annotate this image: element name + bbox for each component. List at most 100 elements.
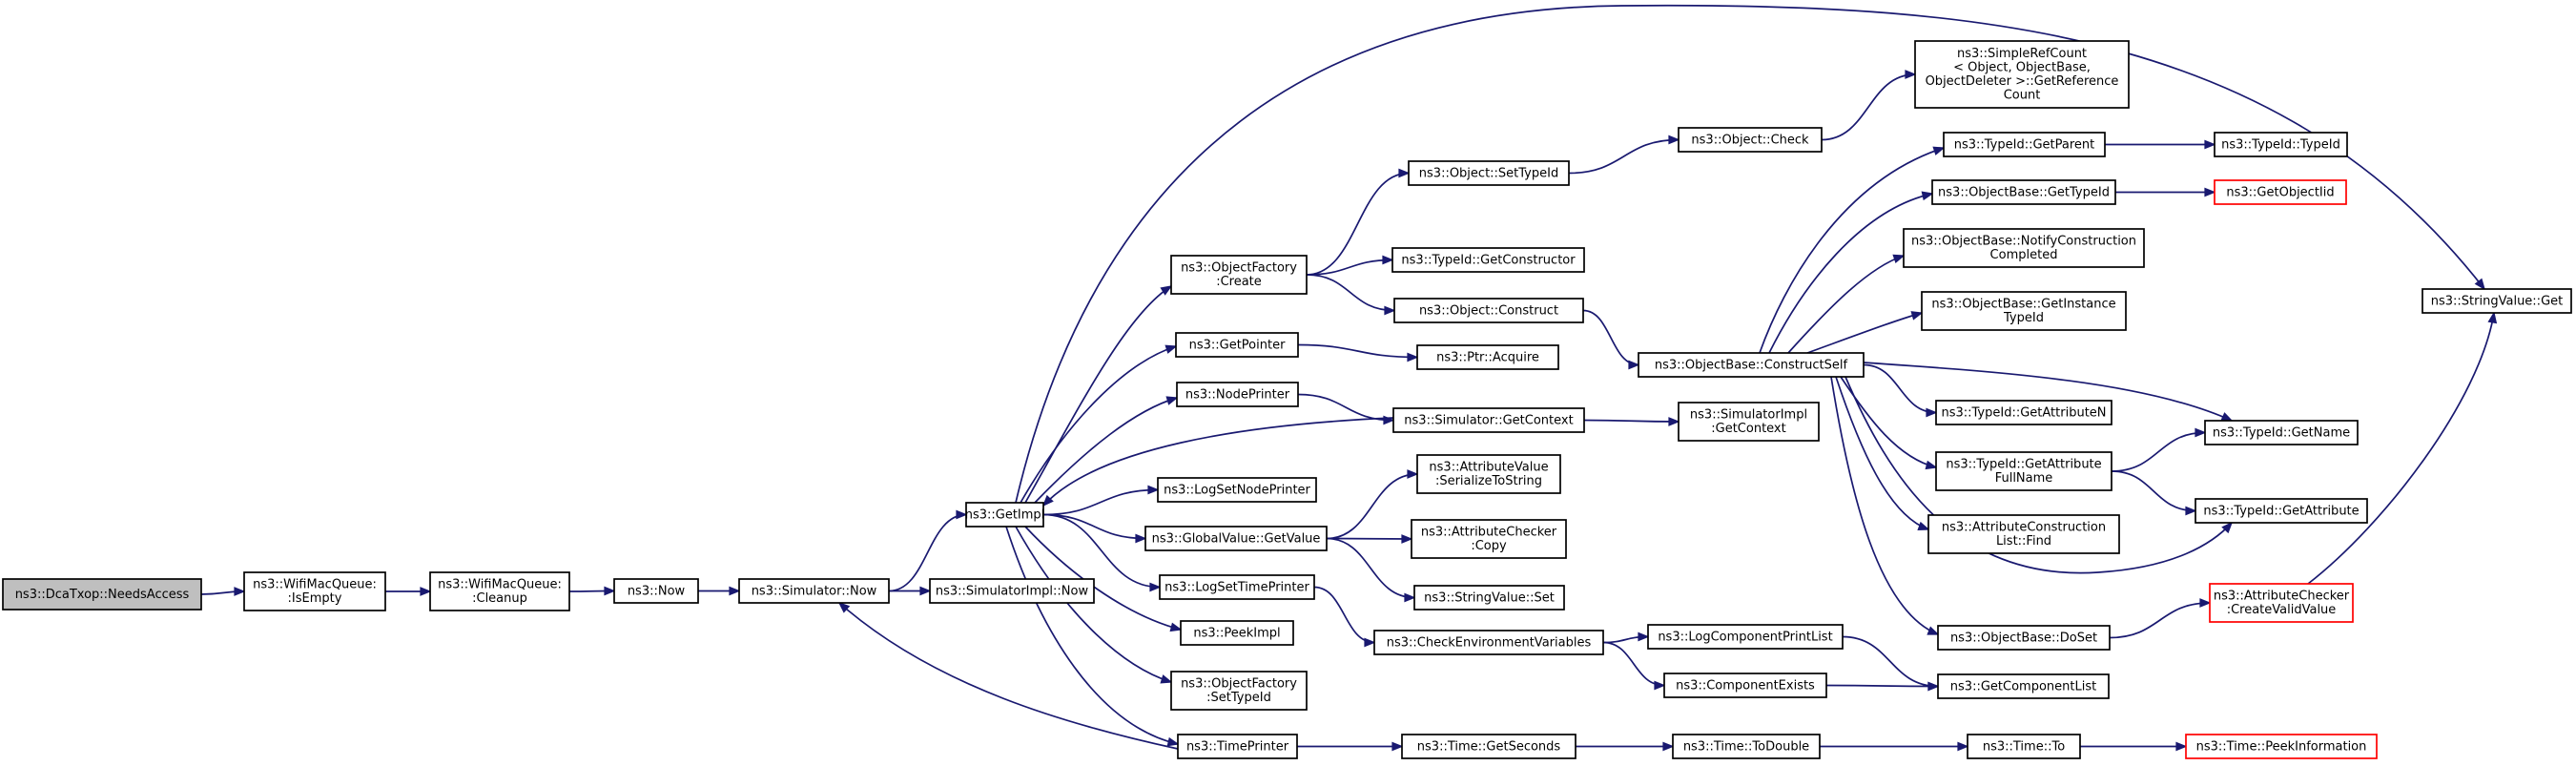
edge-globalvalue-getvalue-to-attrchecker-copy (1326, 534, 1413, 544)
node-box (1159, 574, 1315, 600)
node-logcomponentprintlist[interactable]: ns3::LogComponentPrintList (1647, 624, 1844, 650)
edge-line (1015, 4, 2485, 504)
node-wmq-isempty[interactable]: ns3::WifiMacQueue::IsEmpty (243, 571, 386, 611)
edge-objfactory-create-to-typeid-getconstructor (1306, 255, 1394, 276)
edge-sim-getcontext-to-getimpl (1041, 417, 1394, 507)
node-box (1903, 228, 2145, 268)
node-simimpl-getcontext[interactable]: ns3::SimulatorImpl:GetContext (1678, 402, 1820, 442)
node-box (1416, 454, 1561, 494)
node-box (1943, 132, 2106, 157)
arrow-head (1391, 741, 1404, 752)
node-box (1177, 734, 1298, 759)
node-typeid-getattributen[interactable]: ns3::TypeId::GetAttributeN (1935, 400, 2112, 425)
node-stringvalue-set[interactable]: ns3::StringValue::Set (1413, 585, 1565, 611)
node-logsettimeprinter[interactable]: ns3::LogSetTimePrinter (1159, 574, 1315, 600)
node-attrvalue-serialize[interactable]: ns3::AttributeValue:SerializeToString (1416, 454, 1561, 494)
arrow-head (1160, 674, 1173, 684)
node-label: :Create (1216, 275, 1262, 289)
edge-objectbase-constructself-to-attrconstruction-find (1835, 376, 1930, 531)
node-label: ns3::ObjectFactory (1181, 677, 1297, 692)
node-object-check[interactable]: ns3::Object::Check (1678, 127, 1823, 153)
node-attrchecker-copy[interactable]: ns3::AttributeChecker:Copy (1411, 519, 1567, 559)
node-sim-now[interactable]: ns3::Simulator::Now (738, 578, 890, 604)
node-object-construct[interactable]: ns3::Object::Construct (1393, 298, 1584, 323)
node-getimpl[interactable]: ns3::GetImpl (965, 502, 1045, 528)
node-simimpl-now[interactable]: ns3::SimulatorImpl::Now (929, 578, 1095, 604)
node-object-settypeid[interactable]: ns3::Object::SetTypeId (1408, 160, 1570, 186)
node-time-todouble[interactable]: ns3::Time::ToDouble (1672, 734, 1821, 759)
node-box (1408, 160, 1570, 186)
node-typeid-getname[interactable]: ns3::TypeId::GetName (2204, 420, 2359, 445)
node-peekimpl[interactable]: ns3::PeekImpl (1180, 620, 1294, 646)
node-typeid-typeid[interactable]: ns3::TypeId::TypeId (2214, 132, 2348, 157)
node-stringvalue-get[interactable]: ns3::StringValue::Get (2421, 288, 2572, 314)
node-sim-getcontext[interactable]: ns3::Simulator::GetContext (1392, 407, 1585, 433)
node-label: ns3::SimulatorImpl (1690, 408, 1807, 423)
arrow-head (1628, 360, 1640, 370)
edge-objfactory-create-to-object-construct (1306, 274, 1396, 316)
arrow-head (1662, 741, 1675, 752)
node-typeid-getparent[interactable]: ns3::TypeId::GetParent (1943, 132, 2106, 157)
node-label: ns3::AttributeChecker (1421, 526, 1557, 540)
arrow-head (1927, 626, 1940, 635)
edge-time-to-to-time-peekinformation (2080, 741, 2188, 752)
node-getcomponentlist[interactable]: ns3::GetComponentList (1937, 673, 2110, 699)
node-box (1392, 407, 1585, 433)
nodes-layer: ns3::DcaTxop::NeedsAccess ns3::WifiMacQue… (2, 40, 2572, 759)
node-box (429, 571, 570, 611)
node-componentexists[interactable]: ns3::ComponentExists (1663, 673, 1827, 698)
node-objfactory-create[interactable]: ns3::ObjectFactory:Create (1170, 255, 1308, 295)
node-timeprinter[interactable]: ns3::TimePrinter (1177, 734, 1298, 759)
node-box (1927, 514, 2120, 554)
node-simplerefcount[interactable]: ns3::SimpleRefCount< Object, ObjectBase,… (1914, 40, 2130, 109)
edge-sim-now-to-simimpl-now (888, 586, 932, 596)
edge-getimpl-to-logsetnodeprinter (1042, 485, 1160, 516)
edge-now-to-sim-now (697, 586, 741, 596)
node-typeid-getconstructor[interactable]: ns3::TypeId::GetConstructor (1391, 247, 1585, 273)
node-box (1157, 477, 1317, 503)
arrow-head (2195, 427, 2207, 438)
arrow-head (1932, 146, 1946, 155)
node-globalvalue-getvalue[interactable]: ns3::GlobalValue::GetValue (1144, 526, 1328, 551)
node-time-to[interactable]: ns3::Time::To (1967, 734, 2081, 759)
arrow-head (2199, 598, 2212, 608)
node-objectbase-doset[interactable]: ns3::ObjectBase::DoSet (1937, 625, 2111, 651)
node-checkenv[interactable]: ns3::CheckEnvironmentVariables (1373, 630, 1604, 655)
node-objectbase-constructself[interactable]: ns3::ObjectBase::ConstructSelf (1638, 352, 1865, 378)
edge-typeid-getattributefullname-to-typeid-getattribute (2111, 470, 2197, 516)
node-ptr-acquire[interactable]: ns3::Ptr::Acquire (1416, 344, 1559, 370)
arrow-head (1147, 485, 1160, 495)
edge-checkenv-to-componentexists (1602, 641, 1666, 691)
node-box (1935, 400, 2112, 425)
node-box (243, 571, 386, 611)
node-attrchecker-createvalid[interactable]: ns3::AttributeChecker:CreateValidValue (2209, 583, 2354, 623)
node-time-getseconds[interactable]: ns3::Time::GetSeconds (1401, 734, 1577, 759)
node-label: ns3::TypeId::GetAttribute (1946, 458, 2101, 472)
node-wmq-cleanup[interactable]: ns3::WifiMacQueue::Cleanup (429, 571, 570, 611)
arrow-head (604, 586, 616, 596)
node-label: ns3::PeekImpl (1193, 626, 1280, 640)
edge-line (1024, 526, 1182, 631)
node-getobjectiid[interactable]: ns3::GetObjectIid (2214, 179, 2347, 205)
node-box (1393, 298, 1584, 323)
arrow-head (919, 586, 932, 596)
edge-line (1326, 473, 1418, 540)
node-label: :SetTypeId (1206, 691, 1271, 705)
node-dcatxop[interactable]: ns3::DcaTxop::NeedsAccess (2, 578, 202, 611)
node-typeid-getattribute[interactable]: ns3::TypeId::GetAttribute (2195, 498, 2368, 524)
node-box (1170, 671, 1308, 711)
node-objectbase-notify[interactable]: ns3::ObjectBase::NotifyConstructionCompl… (1903, 228, 2145, 268)
arrow-head (1921, 191, 1934, 201)
edge-line (2111, 431, 2206, 472)
edge-line (1313, 586, 1375, 644)
node-time-peekinformation[interactable]: ns3::Time::PeekInformation (2185, 734, 2378, 759)
node-getpointer[interactable]: ns3::GetPointer (1175, 332, 1299, 358)
node-now[interactable]: ns3::Now (613, 578, 699, 604)
node-nodeprinter[interactable]: ns3::NodePrinter (1176, 382, 1299, 407)
node-objectbase-gettypeid[interactable]: ns3::ObjectBase::GetTypeId (1931, 179, 2116, 205)
node-logsetnodeprinter[interactable]: ns3::LogSetNodePrinter (1157, 477, 1317, 503)
node-objfactory-settypeid[interactable]: ns3::ObjectFactory:SetTypeId (1170, 671, 1308, 711)
